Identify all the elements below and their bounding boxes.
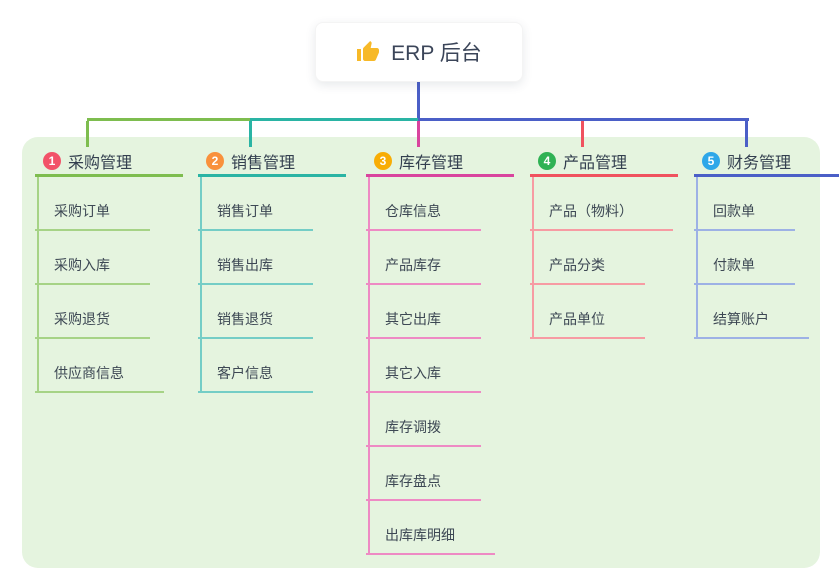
child-node[interactable]: 销售退货 bbox=[198, 285, 313, 339]
connector-branch-drop-2 bbox=[249, 121, 252, 147]
branch-trunk-line bbox=[37, 177, 39, 393]
branch-number-badge: 1 bbox=[43, 151, 61, 170]
child-node-label: 结算账户 bbox=[713, 311, 769, 327]
child-node-label: 供应商信息 bbox=[54, 365, 124, 381]
child-node-label: 产品单位 bbox=[549, 311, 605, 327]
branch-trunk-line bbox=[368, 177, 370, 555]
branch-node-1: 1 采购管理 采购订单采购入库采购退货供应商信息 bbox=[35, 147, 184, 393]
child-node[interactable]: 出库库明细 bbox=[366, 501, 495, 555]
branch-node-header[interactable]: 3 库存管理 bbox=[366, 147, 515, 177]
child-node[interactable]: 产品（物料） bbox=[530, 177, 673, 231]
child-node-label: 库存盘点 bbox=[385, 473, 441, 489]
child-node-label: 回款单 bbox=[713, 203, 755, 219]
child-node-label: 其它入库 bbox=[385, 365, 441, 381]
child-node[interactable]: 产品单位 bbox=[530, 285, 645, 339]
branch-node-3: 3 库存管理 仓库信息产品库存其它出库其它入库库存调拨库存盘点出库库明细 bbox=[366, 147, 515, 555]
child-node[interactable]: 结算账户 bbox=[694, 285, 809, 339]
branch-node-header[interactable]: 1 采购管理 bbox=[35, 147, 184, 177]
branch-children: 采购订单采购入库采购退货供应商信息 bbox=[35, 177, 164, 393]
child-node[interactable]: 客户信息 bbox=[198, 339, 313, 393]
child-node-label: 销售退货 bbox=[217, 311, 273, 327]
child-node[interactable]: 产品库存 bbox=[366, 231, 481, 285]
child-node-label: 采购订单 bbox=[54, 203, 110, 219]
branch-number-badge: 3 bbox=[374, 151, 392, 170]
child-node-label: 客户信息 bbox=[217, 365, 273, 381]
child-node-label: 采购入库 bbox=[54, 257, 110, 273]
branch-children: 销售订单销售出库销售退货客户信息 bbox=[198, 177, 313, 393]
branch-label: 销售管理 bbox=[231, 154, 296, 172]
child-node[interactable]: 库存调拨 bbox=[366, 393, 481, 447]
connector-bus-segment-green bbox=[87, 118, 250, 121]
branch-node-5: 5 财务管理 回款单付款单结算账户 bbox=[694, 147, 839, 339]
child-node-label: 库存调拨 bbox=[385, 419, 441, 435]
branch-label: 库存管理 bbox=[399, 154, 464, 172]
child-node[interactable]: 销售出库 bbox=[198, 231, 313, 285]
branch-trunk-line bbox=[696, 177, 698, 339]
child-node[interactable]: 采购退货 bbox=[35, 285, 150, 339]
child-node[interactable]: 供应商信息 bbox=[35, 339, 164, 393]
root-node[interactable]: ERP 后台 bbox=[315, 22, 523, 82]
connector-root-drop bbox=[417, 82, 420, 118]
branch-node-header[interactable]: 2 销售管理 bbox=[198, 147, 347, 177]
child-node-label: 销售出库 bbox=[217, 257, 273, 273]
child-node-label: 产品分类 bbox=[549, 257, 605, 273]
child-node-label: 销售订单 bbox=[217, 203, 273, 219]
root-node-label: ERP 后台 bbox=[391, 42, 482, 65]
connector-bus-segment-teal bbox=[250, 118, 420, 121]
child-node-label: 其它出库 bbox=[385, 311, 441, 327]
child-node[interactable]: 采购订单 bbox=[35, 177, 150, 231]
branch-node-2: 2 销售管理 销售订单销售出库销售退货客户信息 bbox=[198, 147, 347, 393]
branches-panel bbox=[22, 137, 820, 568]
child-node-label: 产品（物料） bbox=[549, 203, 633, 219]
branch-node-4: 4 产品管理 产品（物料） 产品分类产品单位 bbox=[530, 147, 679, 339]
connector-branch-drop-5 bbox=[745, 121, 748, 147]
child-node[interactable]: 付款单 bbox=[694, 231, 795, 285]
connector-branch-drop-4 bbox=[581, 121, 584, 147]
branch-trunk-line bbox=[532, 177, 534, 339]
thumbs-up-icon bbox=[357, 41, 380, 61]
branch-label: 采购管理 bbox=[68, 154, 133, 172]
branch-node-header[interactable]: 5 财务管理 bbox=[694, 147, 839, 177]
child-node[interactable]: 其它入库 bbox=[366, 339, 481, 393]
branch-number-badge: 4 bbox=[538, 151, 556, 170]
child-node-label: 仓库信息 bbox=[385, 203, 441, 219]
branch-number-badge: 5 bbox=[702, 151, 720, 170]
child-node[interactable]: 其它出库 bbox=[366, 285, 481, 339]
child-node-label: 采购退货 bbox=[54, 311, 110, 327]
branch-trunk-line bbox=[200, 177, 202, 393]
branch-label: 财务管理 bbox=[727, 154, 792, 172]
branch-children: 产品（物料） 产品分类产品单位 bbox=[530, 177, 673, 339]
connector-branch-drop-3 bbox=[417, 121, 420, 147]
child-node[interactable]: 库存盘点 bbox=[366, 447, 481, 501]
child-node[interactable]: 回款单 bbox=[694, 177, 795, 231]
child-node-label: 付款单 bbox=[713, 257, 755, 273]
child-node[interactable]: 采购入库 bbox=[35, 231, 150, 285]
child-node[interactable]: 销售订单 bbox=[198, 177, 313, 231]
connector-bus-segment-blue bbox=[418, 118, 749, 121]
child-node[interactable]: 产品分类 bbox=[530, 231, 645, 285]
connector-branch-drop-1 bbox=[86, 121, 89, 147]
branch-node-header[interactable]: 4 产品管理 bbox=[530, 147, 679, 177]
child-node[interactable]: 仓库信息 bbox=[366, 177, 481, 231]
child-node-label: 产品库存 bbox=[385, 257, 441, 273]
child-node-label: 出库库明细 bbox=[385, 527, 455, 543]
branch-children: 回款单付款单结算账户 bbox=[694, 177, 809, 339]
branch-label: 产品管理 bbox=[563, 154, 628, 172]
branch-number-badge: 2 bbox=[206, 151, 224, 170]
branch-children: 仓库信息产品库存其它出库其它入库库存调拨库存盘点出库库明细 bbox=[366, 177, 495, 555]
